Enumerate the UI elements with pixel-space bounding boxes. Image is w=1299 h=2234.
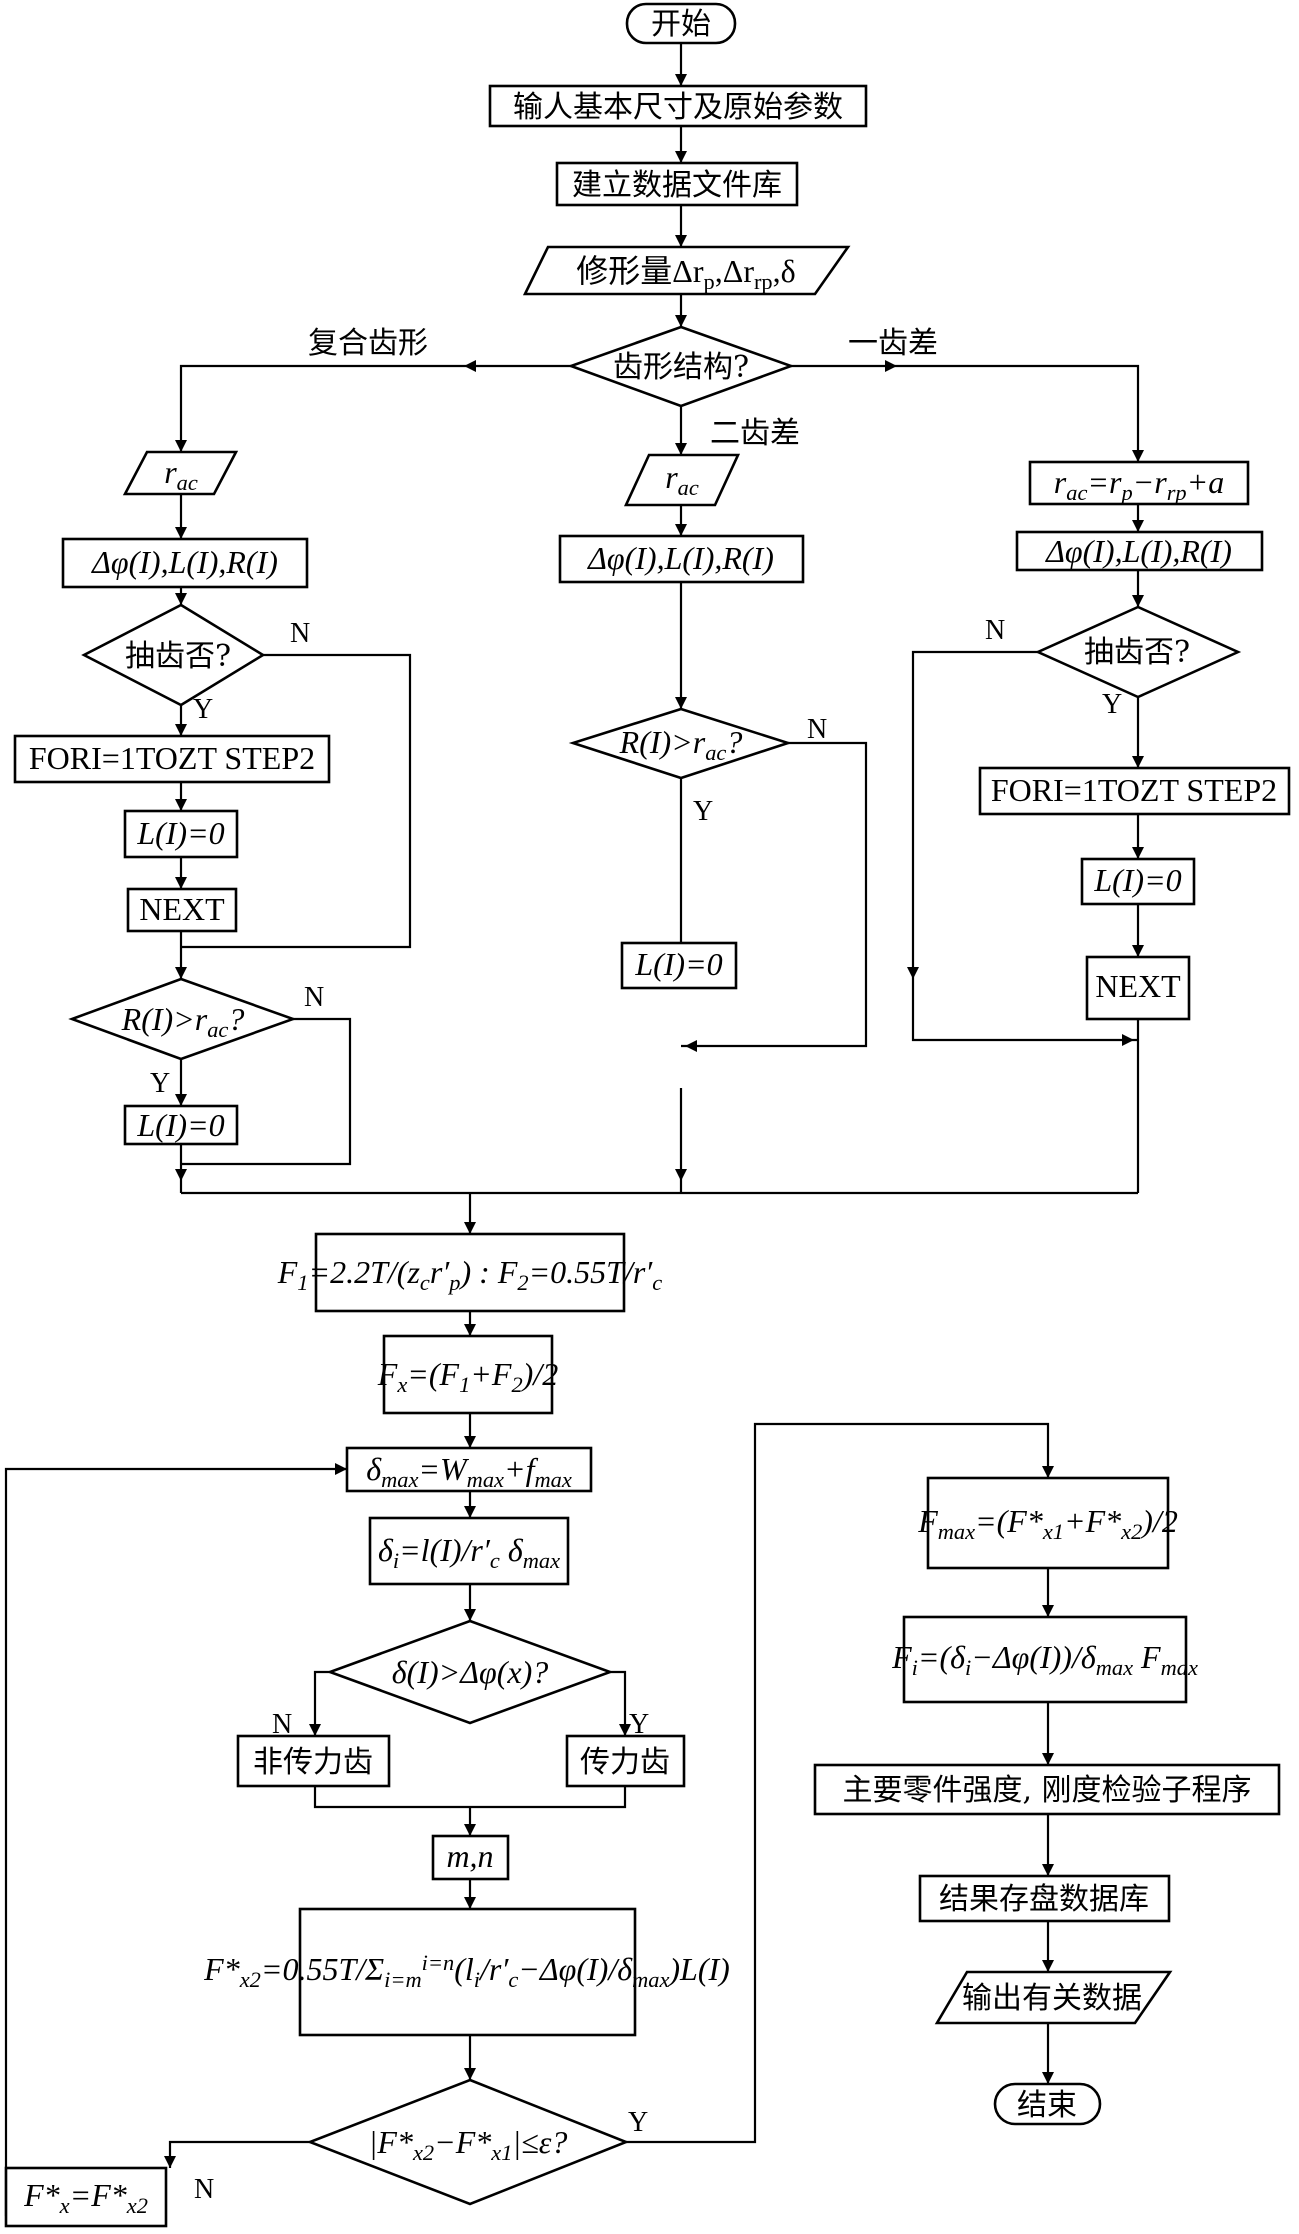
left-cut-no-label: N xyxy=(290,618,310,649)
svg-text:F1=2.2T/(zcr′p) : F2=0.55T/r′c: F1=2.2T/(zcr′p) : F2=0.55T/r′c xyxy=(277,1254,663,1295)
middle-compare-no-label: N xyxy=(807,714,827,745)
tooth-structure-decision: 齿形结构? xyxy=(567,325,795,408)
delta-i-box: δi=l(I)/r′c δmax xyxy=(368,1516,570,1586)
svg-text:NEXT: NEXT xyxy=(139,891,225,927)
svg-text:传力齿: 传力齿 xyxy=(580,1745,670,1780)
svg-text:|F*x2−F*x1|≤ε?: |F*x2−F*x1|≤ε? xyxy=(369,2124,568,2165)
svg-text:齿形结构?: 齿形结构? xyxy=(613,350,749,385)
left-li-zero-box-2: L(I)=0 xyxy=(123,1104,239,1146)
svg-text:抽齿否?: 抽齿否? xyxy=(1084,635,1190,670)
force-tooth-box: 传力齿 xyxy=(565,1734,686,1788)
svg-text:主要零件强度, 刚度检验子程序: 主要零件强度, 刚度检验子程序 xyxy=(842,1773,1251,1808)
left-compare-yes-label: Y xyxy=(150,1068,170,1099)
m-n-input-box: m,n xyxy=(431,1834,510,1881)
right-li-zero-box: L(I)=0 xyxy=(1080,857,1196,906)
svg-text:rac=rp−rrp+a: rac=rp−rrp+a xyxy=(1054,464,1224,505)
arrowheads xyxy=(164,74,1144,2168)
save-database-box: 结果存盘数据库 xyxy=(918,1874,1171,1923)
right-phi-lr-box: Δφ(I),L(I),R(I) xyxy=(1015,530,1264,572)
strength-check-box: 主要零件强度, 刚度检验子程序 xyxy=(813,1763,1281,1816)
f1-f2-formula-box: F1=2.2T/(zcr′p) : F2=0.55T/r′c xyxy=(277,1232,663,1313)
svg-text:NEXT: NEXT xyxy=(1095,968,1181,1004)
branch-one-tooth-label: 一齿差 xyxy=(848,326,938,361)
svg-text:Fx=(F1+F2)/2: Fx=(F1+F2)/2 xyxy=(377,1356,558,1397)
convergence-no-label: N xyxy=(194,2174,214,2205)
svg-text:rac: rac xyxy=(665,459,699,500)
svg-text:F*x2=0.55T/Σi=mi=n(li/r′c−Δφ(I: F*x2=0.55T/Σi=mi=n(li/r′c−Δφ(I)/δmax)L(I… xyxy=(203,1950,730,1992)
end-node: 结束 xyxy=(993,2082,1102,2126)
svg-text:δ(I)>Δφ(x)?: δ(I)>Δφ(x)? xyxy=(392,1654,548,1690)
svg-text:开始: 开始 xyxy=(651,7,711,42)
svg-text:L(I)=0: L(I)=0 xyxy=(136,815,224,851)
left-rac-input: rac xyxy=(122,450,239,496)
svg-text:F*x=F*x2: F*x=F*x2 xyxy=(23,2177,148,2218)
non-force-tooth-box: 非传力齿 xyxy=(236,1734,391,1788)
branch-two-tooth-label: 二齿差 xyxy=(710,416,800,451)
fmax-formula-box: Fmax=(F*x1+F*x2)/2 xyxy=(917,1476,1178,1570)
fx-formula-box: Fx=(F1+F2)/2 xyxy=(377,1334,558,1415)
svg-text:Fi=(δi−Δφ(I))/δmax Fmax: Fi=(δi−Δφ(I))/δmax Fmax xyxy=(891,1639,1198,1680)
middle-ri-gt-rac-decision: R(I)>rac? xyxy=(568,707,793,780)
input-params-box: 输人基本尺寸及原始参数 xyxy=(488,84,868,128)
svg-text:Fmax=(F*x1+F*x2)/2: Fmax=(F*x1+F*x2)/2 xyxy=(917,1503,1178,1544)
branch-compound-label: 复合齿形 xyxy=(308,326,428,361)
right-cut-yes-label: Y xyxy=(1102,689,1122,720)
svg-text:R(I)>rac?: R(I)>rac? xyxy=(121,1001,245,1042)
build-database-box: 建立数据文件库 xyxy=(555,161,799,207)
svg-text:rac: rac xyxy=(164,454,198,495)
svg-text:L(I)=0: L(I)=0 xyxy=(136,1107,224,1143)
svg-text:δmax=Wmax+fmax: δmax=Wmax+fmax xyxy=(366,1451,572,1492)
start-node: 开始 xyxy=(625,2,737,45)
left-for-loop-box: FORI=1TOZT STEP2 xyxy=(13,734,331,784)
svg-text:非传力齿: 非传力齿 xyxy=(253,1745,373,1780)
svg-text:L(I)=0: L(I)=0 xyxy=(634,946,722,982)
middle-li-zero-box: L(I)=0 xyxy=(620,941,738,990)
left-compare-no-label: N xyxy=(304,982,324,1013)
modification-input: 修形量Δrp,Δrrp,δ xyxy=(522,245,851,296)
svg-text:结果存盘数据库: 结果存盘数据库 xyxy=(939,1882,1149,1917)
middle-phi-lr-box: Δφ(I),L(I),R(I) xyxy=(558,534,805,584)
left-cut-teeth-decision: 抽齿否? xyxy=(81,603,266,707)
middle-compare-yes-label: Y xyxy=(693,796,713,827)
right-for-loop-box: FORI=1TOZT STEP2 xyxy=(978,766,1291,816)
right-cut-no-label: N xyxy=(985,615,1005,646)
output-data-io: 输出有关数据 xyxy=(934,1970,1173,2025)
svg-text:输人基本尺寸及原始参数: 输人基本尺寸及原始参数 xyxy=(513,90,843,125)
right-next-box: NEXT xyxy=(1085,955,1191,1021)
left-cut-yes-label: Y xyxy=(193,694,213,725)
svg-text:修形量Δrp,Δrrp,δ: 修形量Δrp,Δrrp,δ xyxy=(576,253,795,294)
svg-text:Δφ(I),L(I),R(I): Δφ(I),L(I),R(I) xyxy=(90,544,278,580)
fi-formula-box: Fi=(δi−Δφ(I))/δmax Fmax xyxy=(891,1615,1198,1704)
svg-text:Δφ(I),L(I),R(I): Δφ(I),L(I),R(I) xyxy=(586,540,774,576)
svg-text:L(I)=0: L(I)=0 xyxy=(1093,862,1181,898)
svg-text:FORI=1TOZT STEP2: FORI=1TOZT STEP2 xyxy=(29,740,315,776)
left-phi-lr-box: Δφ(I),L(I),R(I) xyxy=(61,537,309,589)
delta-compare-yes-label: Y xyxy=(629,1709,649,1740)
svg-text:输出有关数据: 输出有关数据 xyxy=(962,1981,1142,2016)
left-ri-gt-rac-decision: R(I)>rac? xyxy=(68,977,297,1061)
fx2-star-formula-box: F*x2=0.55T/Σi=mi=n(li/r′c−Δφ(I)/δmax)L(I… xyxy=(203,1907,730,2037)
left-li-zero-box-1: L(I)=0 xyxy=(123,809,239,859)
delta-compare-decision: δ(I)>Δφ(x)? xyxy=(326,1619,614,1725)
delta-compare-no-label: N xyxy=(272,1709,292,1740)
svg-text:结束: 结束 xyxy=(1017,2088,1077,2123)
svg-text:m,n: m,n xyxy=(446,1838,493,1874)
svg-text:Δφ(I),L(I),R(I): Δφ(I),L(I),R(I) xyxy=(1044,533,1232,569)
delta-max-box: δmax=Wmax+fmax xyxy=(345,1446,593,1493)
svg-text:δi=l(I)/r′c δmax: δi=l(I)/r′c δmax xyxy=(378,1532,560,1573)
svg-text:R(I)>rac?: R(I)>rac? xyxy=(619,724,743,765)
middle-rac-input: rac xyxy=(623,453,741,507)
convergence-yes-label: Y xyxy=(628,2107,648,2138)
svg-text:建立数据文件库: 建立数据文件库 xyxy=(572,168,782,203)
left-next-box: NEXT xyxy=(126,887,238,933)
svg-text:抽齿否?: 抽齿否? xyxy=(125,639,231,674)
fx-update-box: F*x=F*x2 xyxy=(4,2166,168,2228)
svg-text:FORI=1TOZT STEP2: FORI=1TOZT STEP2 xyxy=(991,772,1277,808)
right-rac-formula-box: rac=rp−rrp+a xyxy=(1028,460,1250,506)
right-cut-teeth-decision: 抽齿否? xyxy=(1034,605,1242,699)
convergence-decision: |F*x2−F*x1|≤ε? xyxy=(306,2078,630,2206)
